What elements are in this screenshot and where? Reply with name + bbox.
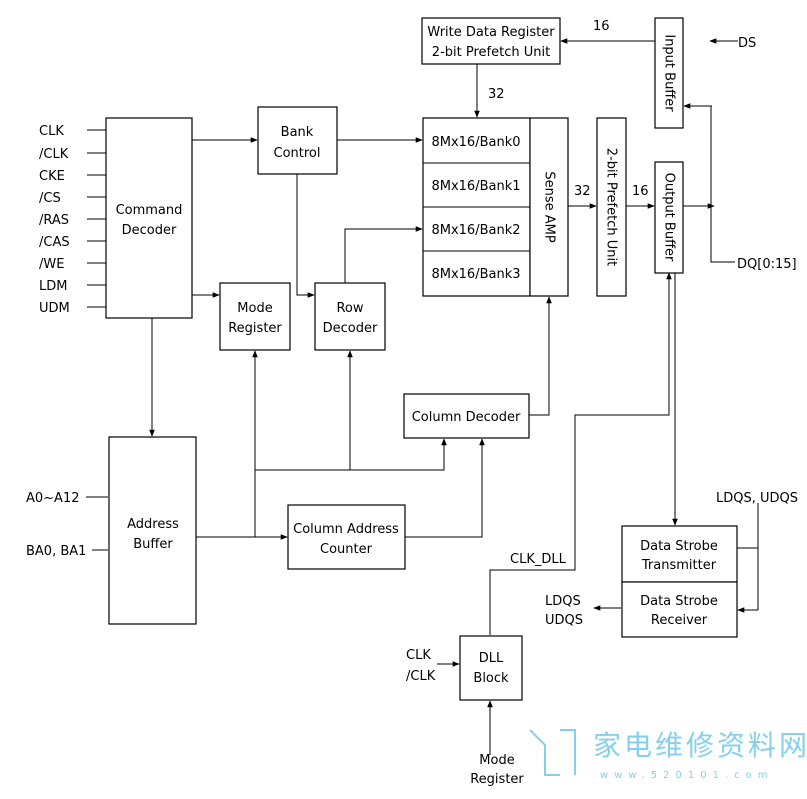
address-buffer-block: Address Buffer xyxy=(108,436,197,625)
command-decoder-line2: Decoder xyxy=(122,223,177,238)
write-data-register-block: Write Data Register 2-bit Prefetch Unit xyxy=(421,17,561,65)
bank0-label: 8Mx16/Bank0 xyxy=(431,135,520,150)
signal-ldm: LDM xyxy=(39,279,67,294)
input-buffer-block: Input Buffer xyxy=(654,17,684,129)
mode-register-input-line2: Register xyxy=(470,772,524,787)
mode-register-input-line1: Mode xyxy=(479,753,514,768)
signal-cs: /CS xyxy=(39,191,61,206)
signal-cke: CKE xyxy=(39,169,65,184)
signal-udm: UDM xyxy=(39,301,70,316)
address-buffer-line1: Address xyxy=(127,517,179,532)
receiver-line1: Data Strobe xyxy=(640,594,718,609)
command-decoder-block: Command Decoder xyxy=(105,117,193,319)
signal-ras: /RAS xyxy=(39,213,69,228)
signal-we: /WE xyxy=(39,257,64,272)
command-decoder-line1: Command xyxy=(116,203,183,218)
dll-block: DLL Block xyxy=(459,635,523,701)
signal-clk-bar: /CLK xyxy=(39,147,69,162)
wires xyxy=(86,38,759,755)
bank2-label: 8Mx16/Bank2 xyxy=(431,223,520,238)
input-buffer-label: Input Buffer xyxy=(662,34,677,112)
data-strobe-receiver-block: Data Strobe Receiver xyxy=(621,581,738,638)
bank3-label: 8Mx16/Bank3 xyxy=(431,267,520,282)
bank-control-line2: Control xyxy=(274,146,321,161)
bank1-label: 8Mx16/Bank1 xyxy=(431,179,520,194)
output-buffer-label: Output Buffer xyxy=(662,173,677,262)
column-decoder-label: Column Decoder xyxy=(412,410,521,425)
column-address-counter-line1: Column Address xyxy=(293,522,399,537)
mode-register-line1: Mode xyxy=(237,301,272,316)
signal-ldqs-out: LDQS xyxy=(545,594,581,609)
memory-banks: 8Mx16/Bank0 8Mx16/Bank1 8Mx16/Bank2 8Mx1… xyxy=(422,117,531,297)
dll-block-line2: Block xyxy=(473,671,509,686)
bus-width-write-16: 16 xyxy=(593,19,610,34)
transmitter-line1: Data Strobe xyxy=(640,539,718,554)
prefetch-unit-label: 2-bit Prefetch Unit xyxy=(604,148,619,266)
signal-cas: /CAS xyxy=(39,235,70,250)
mode-register-block: Mode Register xyxy=(219,282,291,351)
signal-clk-dll: CLK_DLL xyxy=(510,552,567,567)
watermark-url: www.520101.com xyxy=(600,770,774,781)
transmitter-line2: Transmitter xyxy=(641,558,717,573)
signal-ldqs-udqs-top: LDQS, UDQS xyxy=(716,491,798,506)
signal-bank-address: BA0, BA1 xyxy=(26,544,86,559)
signal-udqs-out: UDQS xyxy=(545,613,583,628)
column-address-counter-line2: Counter xyxy=(320,542,373,557)
address-buffer-line2: Buffer xyxy=(133,537,173,552)
signal-ds: DS xyxy=(738,36,756,51)
receiver-line2: Receiver xyxy=(651,613,708,628)
watermark-logo-icon xyxy=(529,729,560,776)
write-data-register-line2: 2-bit Prefetch Unit xyxy=(432,45,550,60)
row-decoder-line2: Decoder xyxy=(323,321,378,336)
dll-block-line1: DLL xyxy=(479,651,504,666)
mode-register-line2: Register xyxy=(228,321,282,336)
row-decoder-block: Row Decoder xyxy=(314,282,386,351)
sense-amp-label: Sense AMP xyxy=(542,171,557,243)
signal-dq: DQ[0:15] xyxy=(737,257,797,272)
signal-dll-clk: CLK xyxy=(406,648,431,663)
watermark: 家电维修资料网 www.520101.com xyxy=(529,729,807,781)
bus-width-write-32: 32 xyxy=(488,87,505,102)
command-input-labels: CLK /CLK CKE /CS /RAS /CAS /WE LDM UDM xyxy=(39,124,70,316)
write-data-register-line1: Write Data Register xyxy=(427,25,555,40)
bus-width-read-32: 32 xyxy=(574,184,591,199)
bus-width-labels: 16 32 32 16 xyxy=(488,19,649,199)
column-decoder-block: Column Decoder xyxy=(403,393,530,439)
row-decoder-line1: Row xyxy=(336,301,363,316)
bank-control-block: Bank Control xyxy=(257,106,338,175)
column-address-counter-block: Column Address Counter xyxy=(287,504,406,570)
output-buffer-block: Output Buffer xyxy=(654,161,684,274)
sense-amp-block: Sense AMP xyxy=(529,117,569,297)
bus-width-read-16: 16 xyxy=(632,184,649,199)
data-strobe-transmitter-block: Data Strobe Transmitter xyxy=(621,525,738,583)
watermark-text: 家电维修资料网 xyxy=(593,729,807,762)
bank-control-line1: Bank xyxy=(281,125,314,140)
signal-clk: CLK xyxy=(39,124,64,139)
prefetch-unit-block: 2-bit Prefetch Unit xyxy=(596,117,627,297)
signal-dll-clk-bar: /CLK xyxy=(406,669,436,684)
signal-address: A0~A12 xyxy=(26,491,80,506)
